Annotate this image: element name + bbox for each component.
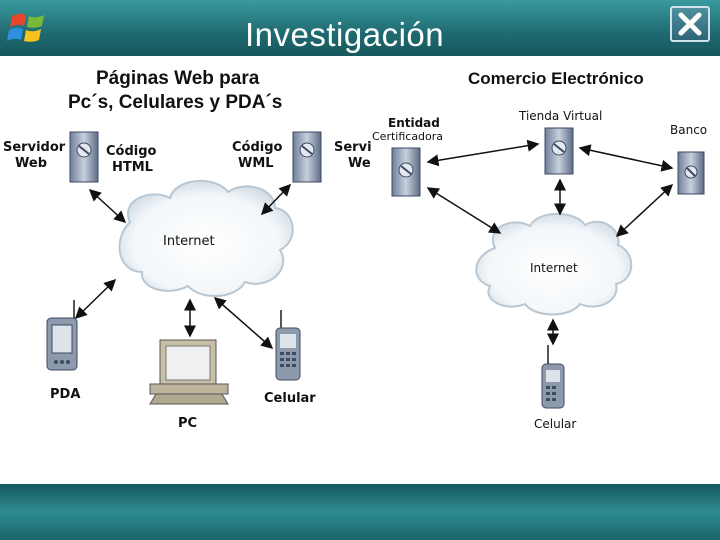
- entity-label-line1: Entidad: [388, 116, 440, 130]
- left-heading-line1: Páginas Web para: [96, 68, 260, 89]
- server-label-line1: Servidor: [3, 140, 66, 155]
- bank-label: Banco: [670, 123, 708, 137]
- bottom-bar: [0, 484, 720, 540]
- server-icon: [391, 147, 421, 197]
- pc-icon: [149, 339, 229, 405]
- server-label-line2: Web: [15, 156, 47, 171]
- celular-label-left: Celular: [264, 391, 316, 406]
- celular-label-right: Celular: [534, 417, 577, 431]
- server-label-right-line2: We: [348, 156, 371, 171]
- internet-label-right: Internet: [530, 261, 578, 275]
- server-icon: [292, 131, 322, 183]
- left-heading-line2: Pc´s, Celulares y PDA´s: [68, 92, 283, 113]
- internet-cloud-left: [118, 180, 294, 298]
- right-heading: Comercio Electrónico: [468, 69, 644, 88]
- pda-label: PDA: [50, 387, 81, 402]
- wml-label-line2: WML: [238, 156, 274, 171]
- pc-label: PC: [178, 416, 198, 431]
- html-label-line1: Código: [106, 144, 157, 159]
- close-button[interactable]: [670, 6, 710, 42]
- page-title: Investigación: [245, 16, 445, 53]
- pda-icon: [46, 300, 78, 371]
- store-label: Tienda Virtual: [519, 109, 603, 123]
- internet-cloud-right: [475, 212, 633, 316]
- wml-label-line1: Código: [232, 140, 283, 155]
- server-label-right-line1: Servi: [334, 140, 372, 155]
- cell-phone-icon: [275, 310, 301, 381]
- connection-arrows-right: [426, 139, 674, 346]
- title-bar: Investigación: [0, 0, 720, 56]
- server-icon: [69, 131, 99, 183]
- close-icon: [678, 12, 702, 36]
- windows-logo-icon: [7, 13, 44, 42]
- connection-arrows-left: [74, 183, 292, 349]
- server-icon: [677, 151, 705, 195]
- entity-label-line2: Certificadora: [372, 130, 444, 143]
- internet-label-left: Internet: [163, 234, 215, 249]
- html-label-line2: HTML: [112, 160, 153, 175]
- cell-phone-icon: [541, 345, 565, 409]
- server-icon: [544, 127, 574, 175]
